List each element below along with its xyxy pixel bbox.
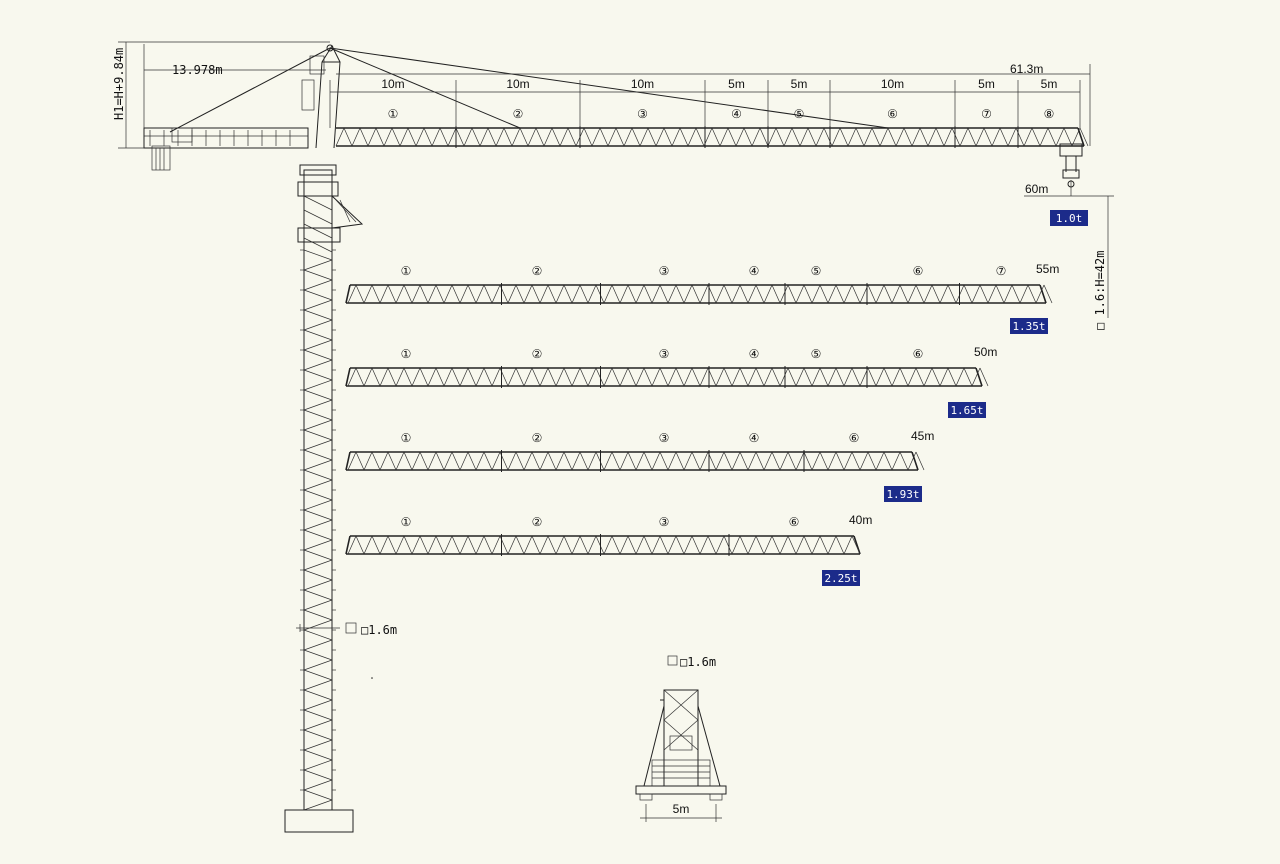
variant-section-number: ⑥ <box>849 431 860 445</box>
tower-mast <box>284 164 364 833</box>
variant-capacity-badge <box>822 570 860 586</box>
variant-section-number: ⑤ <box>811 347 822 361</box>
base-view: □1.6m 5m <box>635 655 727 822</box>
variant-section-number: ③ <box>659 347 670 361</box>
variant-section-number: ② <box>532 515 543 529</box>
counter-jib-tie <box>169 47 331 133</box>
tower-section-label: □1.6m <box>361 623 397 637</box>
jib-variant: ① ② ③ ④ ⑤ ⑥ ⑦ 55m 1.35t <box>345 262 1059 334</box>
segment-number: ⑥ <box>887 107 898 121</box>
variant-capacity-badge <box>948 402 986 418</box>
variant-section-number: ⑥ <box>913 264 924 278</box>
variant-section-number: ⑥ <box>789 515 800 529</box>
variant-section-number: ④ <box>749 347 760 361</box>
segment-number: ② <box>513 107 524 121</box>
tip-capacity-text: 1.0t <box>1056 212 1083 225</box>
variant-length-label: 40m <box>849 513 872 527</box>
segment-number: ⑧ <box>1044 107 1055 121</box>
variant-section-number: ② <box>532 431 543 445</box>
base-section-label: □1.6m <box>680 655 716 669</box>
tower-base <box>284 809 354 833</box>
variant-length-label: 45m <box>911 429 934 443</box>
segment-length-label: 5m <box>728 77 745 91</box>
variant-section-number: ③ <box>659 431 670 445</box>
height-label: H1=H+9.84m <box>112 48 126 120</box>
variant-section-number: ⑥ <box>913 347 924 361</box>
jib-tie-rod-2 <box>329 47 521 129</box>
counter-jib-length-label: 13.978m <box>172 63 223 77</box>
counter-jib <box>143 127 309 171</box>
jib-variant: ① ② ③ ④ ⑤ ⑥ 50m 1.65t <box>345 345 997 418</box>
segment-number: ⑦ <box>981 107 992 121</box>
variant-section-number: ④ <box>749 264 760 278</box>
variant-section-number: ② <box>532 347 543 361</box>
hook-offset-label: 60m <box>1025 182 1048 196</box>
variant-section-number: ⑦ <box>996 264 1007 278</box>
variant-section-number: ② <box>532 264 543 278</box>
variant-capacity-text: 1.65t <box>950 404 983 417</box>
main-jib-length-label: 61.3m <box>1010 62 1043 76</box>
main-jib-dimension: 61.3m <box>336 62 1091 146</box>
segment-length-label: 5m <box>791 77 808 91</box>
jib-variants: ① ② ③ ④ ⑤ ⑥ ⑦ 55m 1.35t ① ② ③ ④ ⑤ ⑥ 50m 1.65t ① ② ③ ④ ⑥ 45m 1.9… <box>345 262 1059 586</box>
variant-section-number: ① <box>401 431 412 445</box>
hook-trolley <box>1059 143 1083 196</box>
segment-number: ⑤ <box>794 107 805 121</box>
segment-length-label: 10m <box>631 77 654 91</box>
hook-height-label: □ 1.6:H=42m <box>1093 251 1107 330</box>
segment-number: ③ <box>637 107 648 121</box>
variant-capacity-text: 1.93t <box>886 488 919 501</box>
main-jib <box>335 126 1089 148</box>
variant-section-number: ① <box>401 264 412 278</box>
variant-capacity-badge <box>884 486 922 502</box>
variant-length-label: 55m <box>1036 262 1059 276</box>
jib-tie-rod-1 <box>329 47 889 129</box>
segment-number: ④ <box>731 107 742 121</box>
variant-section-number: ④ <box>749 431 760 445</box>
segment-length-label: 10m <box>506 77 529 91</box>
tower-section-dimension: □1.6m <box>296 622 397 637</box>
variant-section-number: ① <box>401 347 412 361</box>
base-width-label: 5m <box>673 802 690 816</box>
height-dimension: H1=H+9.84m <box>112 41 330 149</box>
segment-length-label: 10m <box>381 77 404 91</box>
variant-section-number: ③ <box>659 264 670 278</box>
variant-capacity-text: 2.25t <box>824 572 857 585</box>
segment-length-label: 5m <box>978 77 995 91</box>
tip-capacity-badge: 1.0t <box>1050 210 1088 226</box>
segment-dimensions: 10m ① 10m ② 10m ③ 5m ④ 5m ⑤ 10m ⑥ 5m ⑦ 5m ⑧ <box>329 77 1081 128</box>
segment-length-label: 10m <box>881 77 904 91</box>
hook-offset-dimension: 60m □ 1.6:H=42m <box>1024 182 1114 330</box>
variant-section-number: ⑤ <box>811 264 822 278</box>
variant-length-label: 50m <box>974 345 997 359</box>
jib-variant: ① ② ③ ⑥ 40m 2.25t <box>345 513 872 586</box>
variant-section-number: ① <box>401 515 412 529</box>
segment-number: ① <box>388 107 399 121</box>
variant-capacity-badge <box>1010 318 1048 334</box>
variant-section-number: ③ <box>659 515 670 529</box>
counter-jib-dimension: 13.978m <box>143 44 326 128</box>
jib-variant: ① ② ③ ④ ⑥ 45m 1.93t <box>345 429 934 502</box>
variant-capacity-text: 1.35t <box>1012 320 1045 333</box>
segment-length-label: 5m <box>1041 77 1058 91</box>
